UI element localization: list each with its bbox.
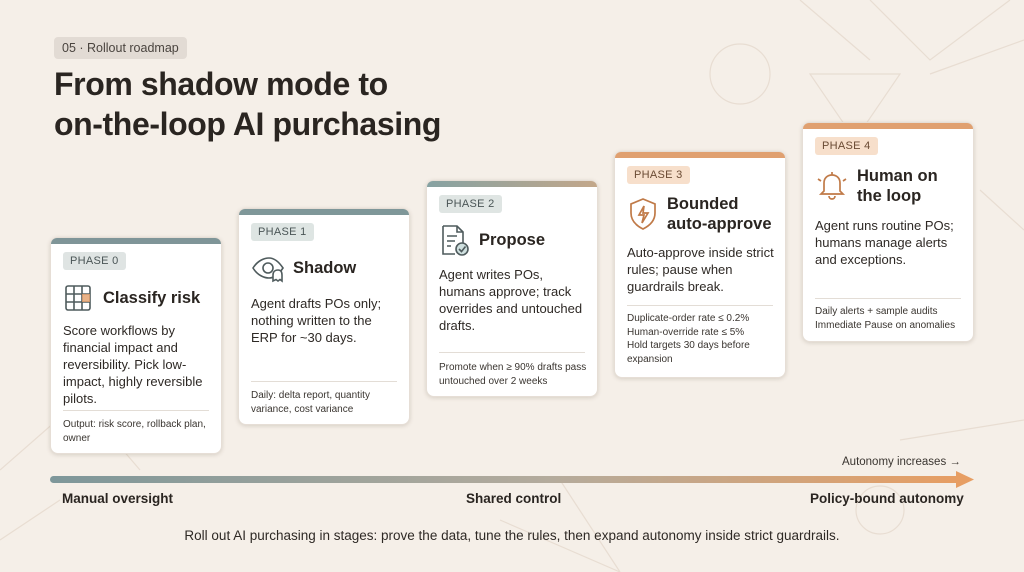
phase-card-1: PHASE 1 Shadow Agent drafts POs only; no…: [238, 208, 410, 425]
divider: [627, 305, 773, 306]
autonomy-axis-arrow: [50, 471, 974, 488]
shield-bolt-icon: [630, 198, 656, 230]
divider: [439, 352, 585, 353]
axis-label-middle: Shared control: [466, 491, 562, 506]
card-accent-bar: [615, 152, 785, 158]
phase-tag: PHASE 4: [815, 137, 878, 155]
phase-description: Agent drafts POs only; nothing written t…: [251, 296, 382, 345]
phase-heading: Classify risk: [103, 289, 201, 307]
bell-alert-icon: [817, 172, 847, 200]
eye-ghost-icon: [252, 257, 284, 283]
phase-description: Agent runs routine POs; humans manage al…: [815, 218, 954, 267]
phase-note: Output: risk score, rollback plan, owner: [63, 419, 206, 444]
phase-note: Daily: delta report, quantity variance, …: [251, 390, 370, 415]
divider: [63, 410, 209, 411]
page-title: From shadow mode to on-the-loop AI purch…: [54, 64, 441, 144]
autonomy-increases-label: Autonomy increases →: [842, 456, 961, 468]
note-line: Hold targets 30 days before expansion: [627, 340, 750, 365]
card-accent-bar: [803, 123, 973, 129]
phase-card-4: PHASE 4 Human on the loop Agent runs rou…: [802, 122, 974, 342]
phase-card-3: PHASE 3 Bounded auto-approve Auto-approv…: [614, 151, 786, 378]
phase-card-0: PHASE 0 Classify risk Score workflows by…: [50, 237, 222, 454]
section-eyebrow: 05 · Rollout roadmap: [54, 37, 187, 59]
phase-description: Score workflows by financial impact and …: [63, 323, 203, 406]
note-line: Human-override rate ≤ 5%: [627, 326, 745, 338]
phase-note: Promote when ≥ 90% drafts pass untouched…: [439, 362, 587, 387]
divider: [251, 381, 397, 382]
grid-table-icon: [65, 285, 91, 311]
title-line-2: on-the-loop AI purchasing: [54, 106, 442, 142]
divider: [815, 298, 961, 299]
phase-description: Agent writes POs, humans approve; track …: [439, 267, 583, 333]
phase-tag: PHASE 2: [439, 195, 502, 213]
phase-card-2: PHASE 2 Propose Agent writes POs, humans…: [426, 180, 598, 397]
phase-heading: Bounded auto-approve: [667, 195, 772, 233]
card-accent-bar: [51, 238, 221, 244]
title-line-1: From shadow mode to: [54, 66, 388, 102]
card-accent-bar: [427, 181, 597, 187]
phase-tag: PHASE 3: [627, 166, 690, 184]
phase-heading: Propose: [479, 231, 546, 249]
note-line: Duplicate-order rate ≤ 0.2%: [627, 313, 750, 324]
footer-caption: Roll out AI purchasing in stages: prove …: [184, 528, 840, 543]
card-accent-bar: [239, 209, 409, 215]
phase-note: Duplicate-order rate ≤ 0.2% Human-overri…: [627, 312, 777, 366]
phase-heading: Human on the loop: [857, 167, 938, 205]
note-line: Daily alerts + sample audits: [815, 306, 938, 317]
axis-label-right: Policy-bound autonomy: [810, 491, 964, 506]
phase-note: Daily alerts + sample audits Immediate P…: [815, 305, 965, 332]
phase-heading: Shadow: [293, 259, 357, 277]
document-check-icon: [442, 225, 469, 256]
note-line: Immediate Pause on anomalies: [815, 319, 956, 331]
phase-tag: PHASE 1: [251, 223, 314, 241]
phase-description: Auto-approve inside strict rules; pause …: [627, 245, 774, 294]
axis-label-left: Manual oversight: [62, 491, 174, 506]
phase-tag: PHASE 0: [63, 252, 126, 270]
